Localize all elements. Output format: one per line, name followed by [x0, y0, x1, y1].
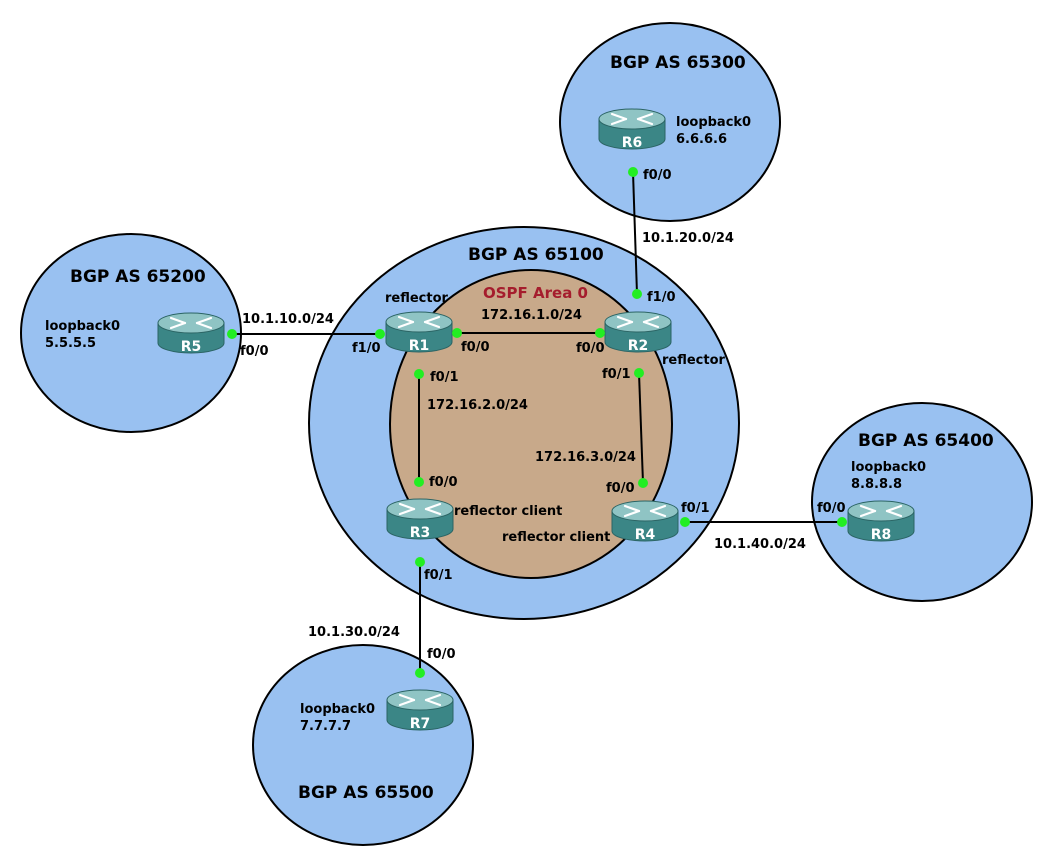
- port-dot-icon[interactable]: [227, 329, 237, 339]
- router-r3-label: R3: [410, 525, 431, 541]
- r1-f01-label: f0/1: [430, 370, 459, 385]
- r2-f01-label: f0/1: [602, 367, 631, 382]
- r5-f00-label: f0/0: [240, 344, 269, 359]
- ospf-area-0: OSPF Area 0: [389, 269, 673, 579]
- router-r6-label: R6: [622, 135, 643, 151]
- router-r1-label: R1: [409, 338, 430, 354]
- port-dot-icon[interactable]: [638, 478, 648, 488]
- r8-loopback-ip: 8.8.8.8: [851, 477, 902, 492]
- as-zone-65500: BGP AS 65500: [252, 644, 474, 846]
- link-r2-r4: [638, 372, 644, 484]
- r4-f01-label: f0/1: [681, 501, 710, 516]
- port-dot-icon[interactable]: [415, 668, 425, 678]
- r2-f00-label: f0/0: [576, 341, 605, 356]
- r8-f00-label: f0/0: [817, 501, 846, 516]
- subnet-r1-r2: 172.16.1.0/24: [481, 308, 582, 323]
- as-65200-title: BGP AS 65200: [70, 267, 206, 287]
- port-dot-icon[interactable]: [634, 368, 644, 378]
- subnet-r5-r1: 10.1.10.0/24: [242, 312, 334, 327]
- as-65100-title: BGP AS 65100: [468, 245, 604, 265]
- ports: [227, 167, 847, 678]
- port-dot-icon[interactable]: [680, 517, 690, 527]
- r6-loopback-label: loopback0: [676, 115, 751, 130]
- router-r7[interactable]: R7: [385, 688, 455, 732]
- ospf-area-title: OSPF Area 0: [483, 284, 588, 302]
- port-dot-icon[interactable]: [375, 329, 385, 339]
- r8-loopback-label: loopback0: [851, 460, 926, 475]
- r6-loopback-ip: 6.6.6.6: [676, 132, 727, 147]
- r3-role-label: reflector client: [454, 504, 562, 519]
- port-dot-icon[interactable]: [415, 557, 425, 567]
- r1-f10-label: f1/0: [352, 341, 381, 356]
- router-r2-label: R2: [628, 338, 649, 354]
- router-r8-label: R8: [871, 527, 892, 543]
- port-dot-icon[interactable]: [414, 477, 424, 487]
- subnet-r3-r7: 10.1.30.0/24: [308, 625, 400, 640]
- port-dot-icon[interactable]: [414, 369, 424, 379]
- r2-role-label: reflector: [662, 353, 726, 368]
- subnet-r1-r3: 172.16.2.0/24: [427, 398, 528, 413]
- as-65400-title: BGP AS 65400: [858, 431, 994, 451]
- port-dot-icon[interactable]: [595, 328, 605, 338]
- router-r4-label: R4: [635, 527, 656, 543]
- r6-f00-label: f0/0: [643, 168, 672, 183]
- port-dot-icon[interactable]: [632, 289, 642, 299]
- router-r3[interactable]: R3: [385, 497, 455, 541]
- port-dot-icon[interactable]: [837, 517, 847, 527]
- as-zone-65300: BGP AS 65300: [559, 22, 781, 222]
- r5-loopback-label: loopback0: [45, 319, 120, 334]
- router-r7-label: R7: [410, 716, 431, 732]
- router-r2[interactable]: R2: [603, 310, 673, 354]
- port-dot-icon[interactable]: [452, 328, 462, 338]
- r2-f10-label: f1/0: [647, 290, 676, 305]
- as-zone-65400: BGP AS 65400: [811, 402, 1033, 602]
- links: [232, 171, 842, 673]
- r1-f00-label: f0/0: [461, 340, 490, 355]
- r4-role-label: reflector client: [502, 530, 610, 545]
- r4-f00-label: f0/0: [606, 481, 635, 496]
- router-r5[interactable]: R5: [156, 311, 226, 355]
- as-65500-title: BGP AS 65500: [298, 783, 434, 803]
- port-dot-icon[interactable]: [628, 167, 638, 177]
- subnet-r4-r8: 10.1.40.0/24: [714, 537, 806, 552]
- r1-role-label: reflector: [385, 291, 449, 306]
- r7-loopback-ip: 7.7.7.7: [300, 719, 351, 734]
- router-r5-label: R5: [181, 339, 202, 355]
- router-r6[interactable]: R6: [597, 107, 667, 151]
- r3-f00-label: f0/0: [429, 475, 458, 490]
- r7-loopback-label: loopback0: [300, 702, 375, 717]
- as-zone-65200: BGP AS 65200: [20, 233, 242, 433]
- subnet-r2-r4: 172.16.3.0/24: [535, 450, 636, 465]
- router-r1[interactable]: R1: [384, 310, 454, 354]
- r7-f00-label: f0/0: [427, 647, 456, 662]
- subnet-r6-r2: 10.1.20.0/24: [642, 231, 734, 246]
- r5-loopback-ip: 5.5.5.5: [45, 336, 96, 351]
- router-r8[interactable]: R8: [846, 499, 916, 543]
- link-r6-r2: [632, 171, 638, 295]
- router-r4[interactable]: R4: [610, 499, 680, 543]
- r3-f01-label: f0/1: [424, 568, 453, 583]
- as-65300-title: BGP AS 65300: [610, 53, 746, 73]
